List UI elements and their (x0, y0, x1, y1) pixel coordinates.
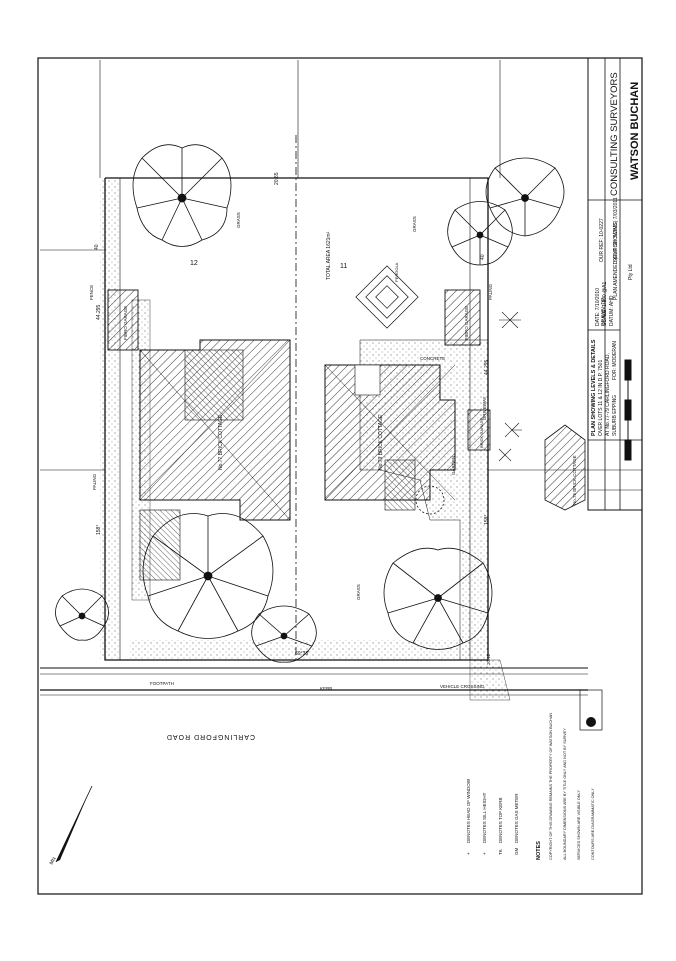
date-field: DATE: 7/10/2010 (595, 288, 601, 326)
garage2-label: FIBRO GARAGE (464, 306, 469, 340)
notes: NOTES COPYRIGHT OF THIS DRAWING REMAINS … (536, 713, 595, 860)
plan-over: OVER LOTS 11 & 12 IN D.P. 7501 (598, 360, 604, 436)
grass-label-3: GRASS (356, 584, 361, 600)
grass-label-2: GRASS (412, 216, 417, 232)
legend-text-2: DENOTES SILL HEIGHT (482, 792, 487, 843)
paling-label-right: PALING (488, 283, 493, 300)
dim-40-left: 40 (94, 244, 100, 250)
dial-before-you-dig-logo (579, 689, 603, 731)
building-no79: No.79 BRICK COTTAGE (324, 364, 456, 511)
firm-suffix: Pty Ltd (628, 264, 634, 280)
plan-title: PLAN SHOWING LEVELS & DETAILS (591, 339, 597, 436)
dim-44-right: 44.295 (484, 359, 490, 375)
grass-label-1: GRASS (236, 212, 241, 228)
datum-field: DATUM: AHD (609, 295, 615, 326)
legend-text-4: DENOTES GAS METER (514, 793, 519, 843)
legend-symbol-2: + (482, 852, 487, 855)
paling-label-left: PALING (92, 473, 97, 490)
title-block: WATSON BUCHAN Pty Ltd CONSULTING SURVEYO… (587, 57, 643, 511)
svg-text:CARLINGFORD ROAD: CARLINGFORD ROAD (166, 733, 255, 740)
plan-council: FOR: MODERAN (612, 341, 618, 380)
note-2: ALL BOUNDARY DIMENSIONS ARE BY TITLE ONL… (563, 728, 567, 860)
trees (55, 144, 565, 663)
source-field: SOURCE: SCIMS (613, 221, 619, 262)
building-no77: No.77 BRICK COTTAGE (139, 339, 291, 581)
scale-bar (624, 359, 632, 461)
note-1: COPYRIGHT OF THIS DRAWING REMAINS THE PR… (549, 713, 553, 860)
fence-label: FENCE (89, 285, 94, 300)
garage-fibro-right: FIBRO GARAGE (444, 289, 481, 346)
dim-bearing: 69°38' (295, 651, 309, 657)
lot12-label: 12 (190, 260, 198, 267)
legend-symbol-1: + (466, 852, 471, 855)
dim-44-left: 44.295 (96, 304, 102, 320)
scale-field: SCALE: 1:100 @A1 (602, 282, 608, 326)
driveway-label: DRIVEWAY (482, 396, 487, 420)
drawn-field: DRAWN: DP (601, 297, 607, 326)
concrete-label: CONCRETE (420, 356, 445, 361)
ref-field: OUR REF: 10-0227 (599, 218, 605, 262)
dim-40-right: 40 (480, 254, 486, 260)
pergola-label: PERGOLA (394, 262, 399, 282)
legend: + DENOTES HEAD OF WINDOW + DENOTES SILL … (466, 778, 519, 855)
garden-label: GARDEN (451, 456, 456, 475)
footpath-label: FOOTPATH (150, 681, 174, 686)
pergola: PERGOLA (355, 262, 419, 329)
lot-labels: 12 11 TOTAL AREA 1621m² (190, 231, 347, 280)
firm-name: WATSON BUCHAN (629, 82, 641, 180)
house75: No.75 BRICK COTTAGE (544, 424, 586, 511)
garage-brick: BRICK GARAGE (467, 409, 491, 451)
house79-label: No.79 BRICK COTTAGE (378, 414, 384, 470)
dim-20-road: 20.12 (486, 653, 491, 665)
feature-labels: FENCE PALING PALING GRASS GRASS GRASS CO… (89, 212, 493, 691)
legend-symbol-3: TK (498, 849, 503, 855)
boundary (40, 60, 588, 661)
north-arrow: MN (49, 785, 93, 866)
dim-158-left: 158° (96, 525, 102, 535)
note-3: SERVICES SHOWN ARE VISIBLE ONLY (577, 790, 581, 860)
plan-suburb: SUBURB EPPING (612, 395, 618, 436)
lot11-label: 11 (340, 263, 347, 270)
dimensions: 44.295 44.295 158° 158° 69°38' 20.65 40 … (94, 172, 491, 665)
shrubs (498, 311, 522, 462)
total-area-label: TOTAL AREA 1621m² (326, 231, 332, 280)
road-name: CARLINGFORD ROAD (166, 733, 255, 740)
service-label: CONSULTING SURVEYORS (609, 72, 620, 196)
house77-label: No.77 BRICK COTTAGE (218, 414, 224, 470)
dim-20: 20.65 (274, 172, 280, 185)
note-4: CONTOURS ARE DIAGRAMMATIC ONLY (591, 788, 595, 860)
dim-158-right: 158° (484, 515, 490, 525)
garage-fibro-left: FIBRO GARAGE (107, 289, 139, 351)
north-label: MN (49, 856, 58, 866)
legend-text-1: DENOTES HEAD OF WINDOW (466, 778, 471, 843)
notes-title: NOTES (536, 841, 542, 860)
legend-text-3: DENOTES TOP KERB (498, 797, 503, 843)
garage1-label: FIBRO GARAGE (123, 306, 128, 340)
kerb-label: KERB (320, 686, 332, 691)
amended-note: PLAN AMENDED (EXT SHOWING) 7/03/2011 (613, 197, 619, 300)
plan-address: AT No.77-79 CARLINGFORD ROAD, (605, 353, 611, 436)
crossing-label: VEHICLE CROSSING (440, 684, 485, 689)
garage3-label: BRICK GARAGE (479, 417, 484, 448)
house75-label: No.75 BRICK COTTAGE (572, 455, 577, 505)
legend-symbol-4: GM (514, 847, 519, 855)
